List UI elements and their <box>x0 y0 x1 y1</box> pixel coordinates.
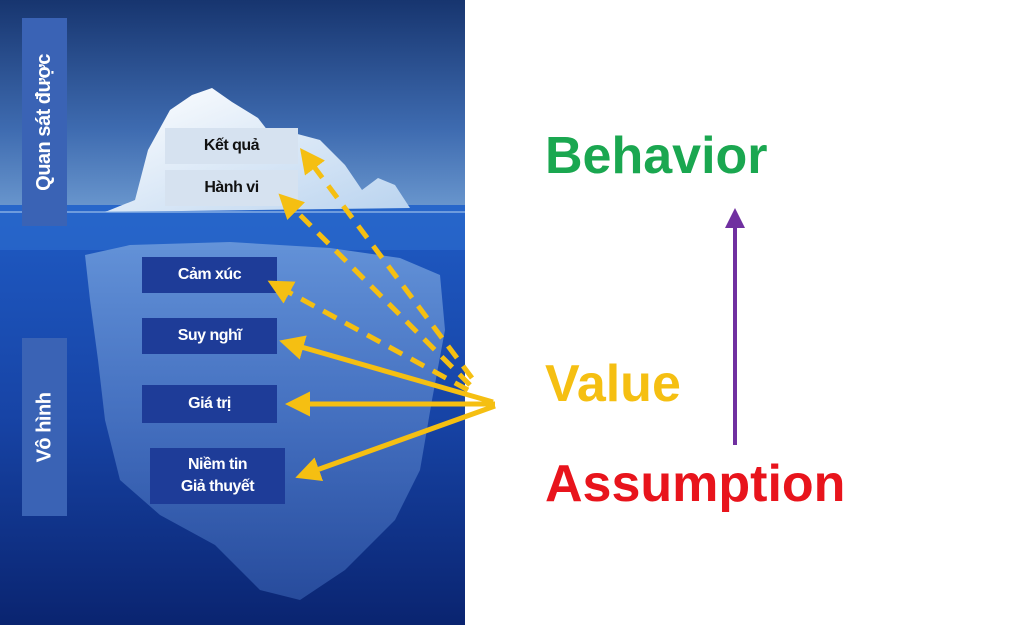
invisible-text: Vô hình <box>33 392 56 462</box>
layer-value: Giá trị <box>142 385 277 423</box>
layer-thought-label: Suy nghĩ <box>177 327 242 344</box>
layer-belief: Niềm tin Giả thuyết <box>150 448 285 504</box>
layer-result: Kết quả <box>165 128 298 164</box>
layer-result-label: Kết quả <box>203 137 260 154</box>
iceberg-image <box>0 0 465 625</box>
layer-assumption-label: Giả thuyết <box>180 478 255 495</box>
layer-behavior-label: Hành vi <box>204 179 259 196</box>
value-word: Value <box>545 355 681 413</box>
behavior-word: Behavior <box>545 127 768 185</box>
layer-emotion: Cảm xúc <box>142 257 277 293</box>
assumption-word: Assumption <box>545 455 846 513</box>
layer-thought: Suy nghĩ <box>142 318 277 354</box>
layer-belief-label: Niềm tin <box>187 456 248 473</box>
observable-side-label: Quan sát được <box>22 18 67 226</box>
layer-value-label: Giá trị <box>188 395 231 412</box>
observable-text: Quan sát được <box>33 53 55 191</box>
layer-emotion-label: Cảm xúc <box>177 266 242 283</box>
layer-behavior: Hành vi <box>165 170 298 206</box>
invisible-side-label: Vô hình <box>22 338 67 516</box>
